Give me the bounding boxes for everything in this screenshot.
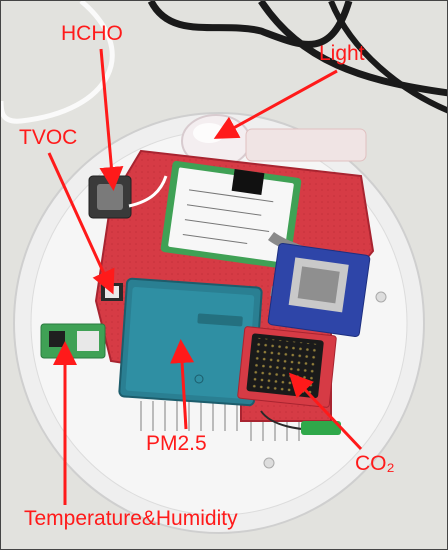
cable-top: [147, 1, 353, 48]
pm25-sensor-vent: [197, 313, 243, 327]
label-light: Light: [319, 42, 365, 65]
wireless-chip-inner: [297, 266, 340, 304]
rs485-label-lines: [182, 189, 274, 245]
arrow-tvoc: [47, 152, 115, 295]
white-cable: [1, 1, 115, 124]
pm25-sensor-mark: [194, 374, 204, 384]
cable-right-2: [328, 1, 447, 114]
black-tape: [231, 169, 265, 195]
pm25-sensor-face: [125, 287, 255, 399]
arrow-pm25: [170, 339, 195, 430]
rs485-label: [168, 167, 294, 263]
label-hcho: HCHO: [61, 22, 123, 45]
vent-slots: [140, 401, 300, 441]
antenna: [301, 421, 341, 435]
label-tvoc: TVOC: [19, 126, 78, 149]
co2-sensor-mesh: [250, 337, 320, 395]
light-sensor-highlight: [193, 123, 225, 143]
temp-humidity-connector: [77, 331, 99, 351]
cable-right: [258, 1, 447, 97]
label-pm25: PM2.5: [146, 432, 207, 455]
light-sensor-bracket: [245, 128, 367, 162]
arrow-hcho: [99, 48, 124, 191]
screw-hole: [263, 457, 275, 469]
screw-hole: [375, 291, 387, 303]
arrow-light: [213, 69, 338, 139]
hcho-sensor-top: [97, 184, 123, 210]
label-temperature-humidity: Temperature&Humidity: [24, 507, 238, 530]
label-co2: CO₂: [355, 452, 395, 475]
arrow-co2: [288, 372, 363, 451]
temp-humidity-chip: [49, 331, 65, 347]
white-wires: [128, 175, 168, 208]
